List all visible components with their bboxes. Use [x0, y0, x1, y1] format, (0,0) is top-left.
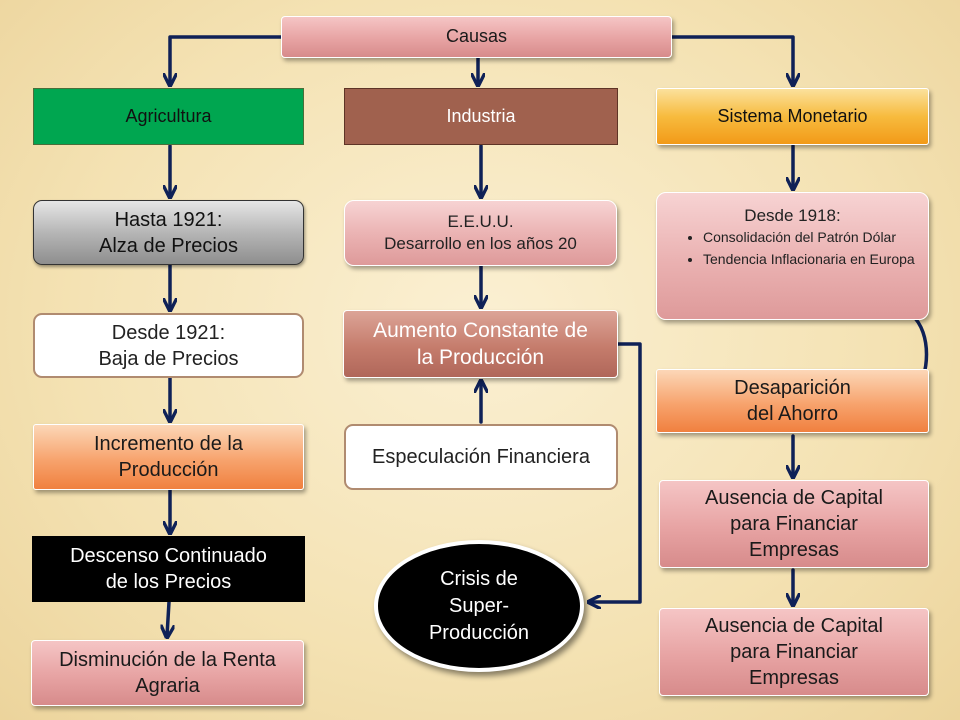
arrow-causas-monetario: [670, 35, 793, 84]
arrow-aumento-crisis: [590, 342, 642, 602]
especulacion-financiera-box: Especulación Financiera: [344, 424, 618, 490]
agricultura-label: Agricultura: [125, 105, 212, 126]
crisis-line3: Producción: [428, 621, 530, 644]
aumento-line2: la Producción: [416, 346, 545, 369]
ausencia1-line2: para Financiar: [730, 513, 858, 535]
industria-label: Industria: [446, 105, 516, 126]
ausencia2-line1: Ausencia de Capital: [705, 615, 883, 637]
ausencia2-line2: para Financiar: [730, 641, 858, 663]
agricultura-header: Agricultura: [33, 88, 304, 145]
disminucion-line2: Agraria: [135, 675, 200, 697]
incremento-line1: Incremento de la: [94, 433, 243, 455]
eeuu-box: E.E.U.U. Desarrollo en los años 20: [344, 200, 617, 266]
sistema-monetario-header: Sistema Monetario: [656, 88, 929, 145]
especulacion-label: Especulación Financiera: [372, 446, 590, 468]
ausencia1-line1: Ausencia de Capital: [705, 487, 883, 509]
arrow-causas-agricultura: [170, 35, 283, 84]
crisis-superproduccion-circle: Crisis de Super- Producción: [374, 540, 584, 672]
desde-1921-line1: Desde 1921:: [111, 321, 226, 344]
desde-1918-box: Desde 1918: Consolidación del Patrón Dól…: [656, 192, 929, 320]
descenso-line1: Descenso Continuado: [70, 545, 267, 567]
incremento-line2: Producción: [118, 459, 219, 481]
bullet-tendencia-inflacionaria: Tendencia Inflacionaria en Europa: [703, 251, 928, 269]
ausencia-capital-box-2: Ausencia de Capital para Financiar Empre…: [659, 608, 929, 696]
crisis-line2: Super-: [448, 594, 510, 617]
desde-1921-box: Desde 1921: Baja de Precios: [33, 313, 304, 378]
ausencia1-line3: Empresas: [748, 539, 840, 561]
desaparicion-line2: del Ahorro: [746, 403, 839, 425]
desaparicion-ahorro-box: Desaparición del Ahorro: [656, 369, 929, 433]
arrow-descenso-disminucion: [167, 600, 169, 636]
incremento-produccion-box: Incremento de la Producción: [33, 424, 304, 490]
aumento-produccion-box: Aumento Constante de la Producción: [343, 310, 618, 378]
industria-header: Industria: [344, 88, 618, 145]
causas-box: Causas: [281, 16, 672, 58]
disminucion-line1: Disminución de la Renta: [59, 649, 276, 671]
desde-1918-bullet-list: Consolidación del Patrón Dólar Tendencia…: [657, 229, 928, 272]
sistema-monetario-label: Sistema Monetario: [717, 105, 868, 126]
hasta-1921-line2: Alza de Precios: [99, 234, 238, 257]
ausencia2-line3: Empresas: [748, 667, 840, 689]
eeuu-line2: Desarrollo en los años 20: [384, 234, 577, 253]
hasta-1921-line1: Hasta 1921:: [114, 208, 223, 231]
bullet-patron-dolar: Consolidación del Patrón Dólar: [703, 229, 928, 247]
desaparicion-line1: Desaparición: [734, 377, 851, 399]
causas-label: Causas: [445, 26, 508, 47]
descenso-precios-box: Descenso Continuado de los Precios: [32, 536, 305, 602]
ausencia-capital-box-1: Ausencia de Capital para Financiar Empre…: [659, 480, 929, 568]
desde-1921-line2: Baja de Precios: [98, 347, 239, 370]
aumento-line1: Aumento Constante de: [373, 318, 588, 342]
crisis-line1: Crisis de: [440, 567, 518, 590]
hasta-1921-box: Hasta 1921: Alza de Precios: [33, 200, 304, 265]
eeuu-line1: E.E.U.U.: [447, 211, 514, 231]
disminucion-renta-box: Disminución de la Renta Agraria: [31, 640, 304, 706]
descenso-line2: de los Precios: [105, 571, 232, 593]
desde-1918-title: Desde 1918:: [744, 206, 841, 225]
